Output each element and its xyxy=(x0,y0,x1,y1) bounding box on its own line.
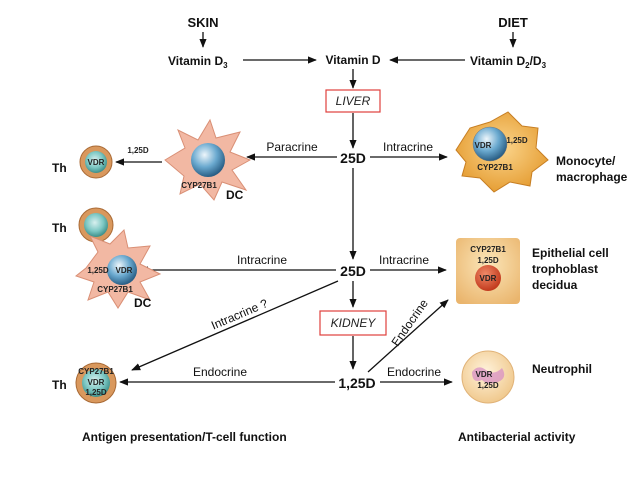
vitamin-d3-label: Vitamin D3 xyxy=(168,54,228,70)
kidney-box xyxy=(319,310,387,336)
dc-vdr-label-mid: VDR xyxy=(116,266,133,275)
epithelial-label-1: Epithelial cell xyxy=(532,246,609,260)
th-bottom-vdr: VDR xyxy=(88,378,105,387)
neutrophil-cell: VDR 1,25D xyxy=(461,350,515,404)
neutrophil-label: Neutrophil xyxy=(532,362,592,376)
th-label-mid: Th xyxy=(52,221,67,235)
th-label-top: Th xyxy=(52,161,67,175)
th-bottom-125d: 1,25D xyxy=(85,388,107,397)
arrow-endocrine-diag xyxy=(367,299,449,373)
dendritic-cell-mid: VDR 1,25D CYP27B1 xyxy=(74,229,162,309)
node-125d-bottom: 1,25D xyxy=(338,375,375,391)
dc-label-top: DC xyxy=(226,188,244,202)
diet-label: DIET xyxy=(498,15,528,30)
macrophage-label: macrophage xyxy=(556,170,628,184)
monocyte-cell: VDR 1,25D CYP27B1 xyxy=(455,111,549,193)
dendritic-cell-top: CYP27B1 xyxy=(164,118,252,201)
epi-vdr-label: VDR xyxy=(480,274,497,283)
th-cell-mid xyxy=(78,207,114,243)
epi-125d-label: 1,25D xyxy=(477,256,499,265)
kidney-label: KIDNEY xyxy=(331,316,377,330)
mono-125d-label: 1,25D xyxy=(506,136,528,145)
th-cell-bottom: CYP27B1 VDR 1,25D xyxy=(75,362,117,404)
node-25d-mid: 25D xyxy=(340,263,366,279)
label-intracrine-top: Intracrine xyxy=(383,140,433,154)
footer-left: Antigen presentation/T-cell function xyxy=(82,430,287,444)
mono-cyp-label: CYP27B1 xyxy=(477,163,513,172)
arrow-intracrine-q xyxy=(131,280,339,371)
liver-box xyxy=(325,89,381,113)
dc-125d-label-mid: 1,25D xyxy=(87,266,109,275)
label-paracrine: Paracrine xyxy=(266,140,318,154)
dc-cyp-label-mid: CYP27B1 xyxy=(97,285,133,294)
mono-vdr-label: VDR xyxy=(475,141,492,150)
label-endocrine-left: Endocrine xyxy=(193,365,247,379)
label-endocrine-diag: Endocrine xyxy=(388,296,431,349)
dc-cyp-label-top: CYP27B1 xyxy=(181,181,217,190)
neut-125d-label: 1,25D xyxy=(477,381,499,390)
th-bottom-cyp: CYP27B1 xyxy=(78,367,114,376)
epithelial-cell: CYP27B1 1,25D VDR xyxy=(456,238,520,304)
dc-125d-label: 1,25D xyxy=(127,146,149,155)
footer-right: Antibacterial activity xyxy=(458,430,576,444)
th-vdr-label: VDR xyxy=(88,158,105,167)
skin-label: SKIN xyxy=(187,15,218,30)
monocyte-label: Monocyte/ xyxy=(556,154,616,168)
vitamin-d-label: Vitamin D xyxy=(325,53,380,67)
epithelial-label-2: trophoblast xyxy=(532,262,598,276)
label-intracrine-mid-right: Intracrine xyxy=(379,253,429,267)
neut-vdr-label: VDR xyxy=(476,370,493,379)
th-cell-top: VDR xyxy=(79,145,113,179)
label-endocrine-right: Endocrine xyxy=(387,365,441,379)
epithelial-label-3: decidua xyxy=(532,278,578,292)
epi-cyp-label: CYP27B1 xyxy=(470,245,506,254)
label-intracrine-mid-left: Intracrine xyxy=(237,253,287,267)
liver-label: LIVER xyxy=(336,94,371,108)
dc-label-mid: DC xyxy=(134,296,152,310)
th-label-bottom: Th xyxy=(52,378,67,392)
vitamin-d2-d3-label: Vitamin D2/D3 xyxy=(470,54,547,70)
node-25d-top: 25D xyxy=(340,150,366,166)
